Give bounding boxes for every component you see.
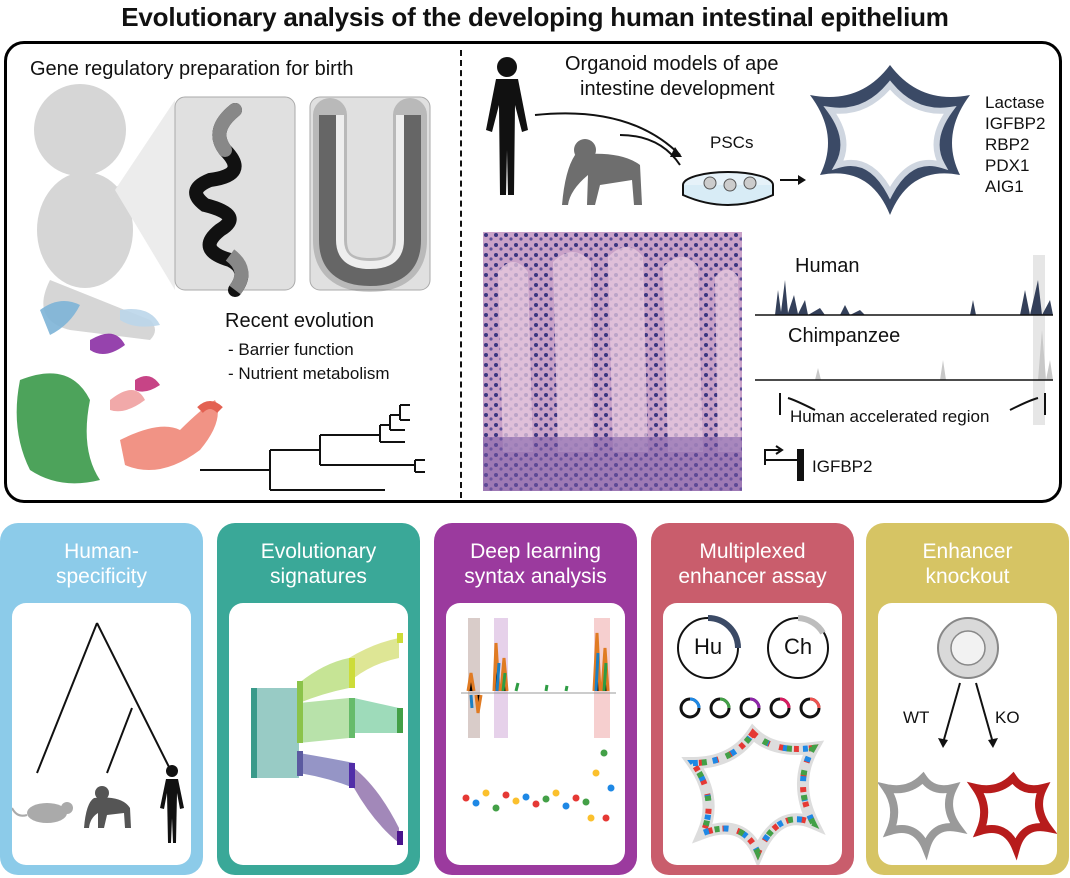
gene-lactase: Lactase: [985, 93, 1045, 112]
gene-list: Lactase IGFBP2 RBP2 PDX1 AIG1: [985, 92, 1045, 197]
arrow-human: [534, 112, 681, 156]
left-heading: Gene regulatory preparation for birth: [30, 58, 354, 80]
gene-igfbp2: IGFBP2: [985, 114, 1046, 133]
track-human-label: Human: [795, 255, 860, 277]
gene-pdx1: PDX1: [985, 156, 1030, 175]
arrow-chimp: [619, 134, 681, 166]
card-human-specificity: Human-specificity: [0, 523, 203, 875]
ko-label: KO: [995, 708, 1020, 727]
organoid-star-icon: [810, 65, 970, 215]
wt-organoid-icon: [878, 771, 968, 861]
gene-model-label: IGFBP2: [812, 457, 873, 476]
track-chimp-label: Chimpanzee: [788, 325, 901, 347]
petri-dish-icon: [682, 171, 774, 206]
hu-label: Hu: [693, 634, 723, 659]
chimp-icon: [562, 139, 642, 205]
human-icon: [486, 57, 528, 195]
villus-icon: [319, 115, 421, 287]
har-bracket: [779, 393, 1046, 415]
histology-image: [483, 232, 742, 491]
sankey-diagram: [251, 633, 403, 845]
gene-rbp2: RBP2: [985, 135, 1030, 154]
rat-icon: [12, 802, 73, 823]
human-icon: [160, 765, 184, 843]
right-heading-line2: intestine development: [580, 78, 775, 100]
main-panel: [4, 41, 1062, 503]
ko-organoid-icon: [966, 771, 1057, 861]
zoom-cone: [115, 100, 175, 290]
chimp-icon: [84, 786, 131, 828]
baby-icon: [34, 84, 156, 340]
gene-model-icon: [764, 445, 804, 481]
ch-label: Ch: [783, 634, 813, 659]
plasmid-icons: [679, 697, 821, 719]
phylogeny-tree: [200, 404, 425, 491]
attribution-plot: [461, 618, 616, 822]
organoid-illustration: [486, 57, 970, 215]
genome-tracks: [755, 255, 1053, 481]
right-heading-line1: Organoid models of ape: [565, 53, 779, 75]
species-tree: [12, 622, 184, 843]
wt-label: WT: [903, 708, 930, 727]
human-track: [755, 280, 1053, 316]
scatter-points: [462, 749, 615, 822]
bullet-1: - Barrier function: [228, 340, 354, 359]
har-label: Human accelerated region: [790, 407, 990, 426]
bullet-2: - Nutrient metabolism: [228, 364, 390, 383]
gene-aig1: AIG1: [985, 177, 1024, 196]
chimp-track: [755, 330, 1053, 381]
umap-plot: [16, 301, 223, 484]
figure-title: Evolutionary analysis of the developing …: [121, 2, 949, 32]
left-illustration: [16, 84, 431, 491]
assay-diagram: [677, 615, 829, 865]
section-divider: [460, 50, 462, 498]
recent-evolution-label: Recent evolution: [225, 310, 374, 332]
psc-label: PSCs: [710, 133, 754, 152]
card-title: Human-specificity: [55, 540, 148, 588]
knockout-diagram: [878, 617, 1057, 861]
